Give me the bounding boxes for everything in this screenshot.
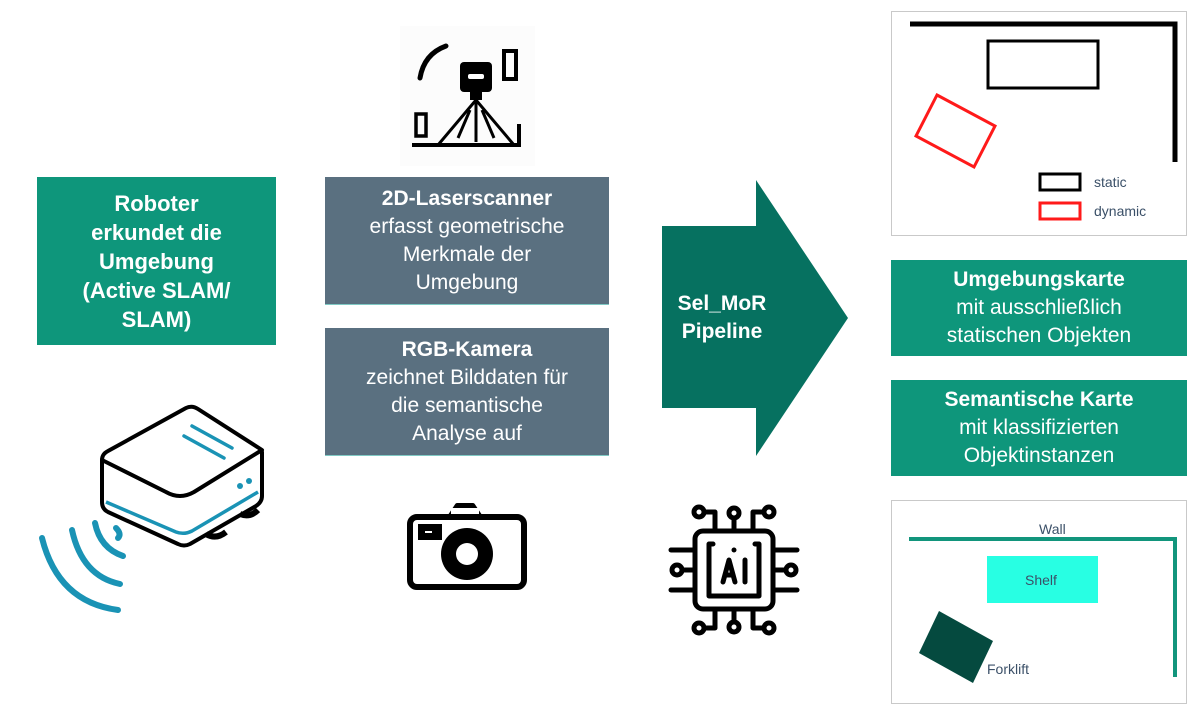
rgb-camera-box: RGB-Kamera zeichnet Bilddaten für die se… [325, 328, 609, 456]
laser-box-line: Umgebung [415, 270, 519, 294]
pipeline-label: Sel_MoR [677, 292, 767, 315]
robot-box-line: Umgebung [99, 248, 214, 274]
semantic-wall [909, 537, 1177, 677]
camera-box-line: Analyse auf [412, 421, 522, 445]
env-map-title: Umgebungskarte [953, 268, 1125, 291]
semantic-map-line: Objektinstanzen [963, 444, 1115, 467]
environment-map-box: Umgebungskarte mit ausschließlich statis… [891, 260, 1187, 356]
forklift-label: Forklift [987, 661, 1029, 677]
camera-box-line: zeichnet Bilddaten für [366, 365, 568, 389]
robot-explores-box: Roboter erkundet die Umgebung (Active SL… [37, 177, 276, 345]
legend-dynamic-swatch [1038, 201, 1082, 221]
shelf-label: Shelf [1025, 572, 1057, 588]
laser-scanner-box: 2D-Laserscanner erfasst geometrische Mer… [325, 177, 609, 305]
semantic-forklift [919, 611, 993, 683]
robot-box-line: SLAM) [121, 306, 192, 332]
env-map-line: mit ausschließlich [956, 296, 1122, 319]
camera-box-line: die semantische [391, 393, 543, 417]
dynamic-object [913, 92, 998, 170]
semantic-shelf [987, 556, 1098, 603]
map-wall [910, 21, 1178, 162]
semantic-map-box: Semantische Karte mit klassifizierten Ob… [891, 380, 1187, 476]
pipeline-arrow: Sel_MoR Pipeline [662, 180, 852, 456]
laser-box-line: erfasst geometrische [369, 214, 565, 238]
static-object [986, 39, 1100, 90]
laser-scanner-icon [400, 26, 535, 166]
semantic-map-title: Semantische Karte [944, 388, 1134, 411]
camera-box-title: RGB-Kamera [401, 337, 533, 361]
environment-map: static dynamic [891, 11, 1187, 236]
legend-static-label: static [1094, 174, 1127, 190]
ai-chip-icon [665, 498, 805, 638]
pipeline-label: Pipeline [681, 320, 763, 343]
mobile-robot-icon [30, 388, 280, 618]
legend-static-swatch [1038, 172, 1082, 192]
env-map-line: statischen Objekten [946, 324, 1132, 347]
wall-label: Wall [1039, 521, 1066, 537]
laser-box-line: Merkmale der [402, 242, 532, 266]
robot-box-line: Roboter [114, 190, 199, 216]
laser-box-title: 2D-Laserscanner [381, 186, 553, 210]
semantic-map-line: mit klassifizierten [959, 416, 1119, 439]
semantic-map: Wall Shelf Forklift [891, 500, 1187, 704]
robot-box-line: erkundet die [91, 219, 222, 245]
robot-box-line: (Active SLAM/ [82, 277, 231, 303]
pipeline-arrow-shape [662, 180, 848, 456]
camera-icon [405, 492, 530, 592]
legend-dynamic-label: dynamic [1094, 203, 1147, 219]
